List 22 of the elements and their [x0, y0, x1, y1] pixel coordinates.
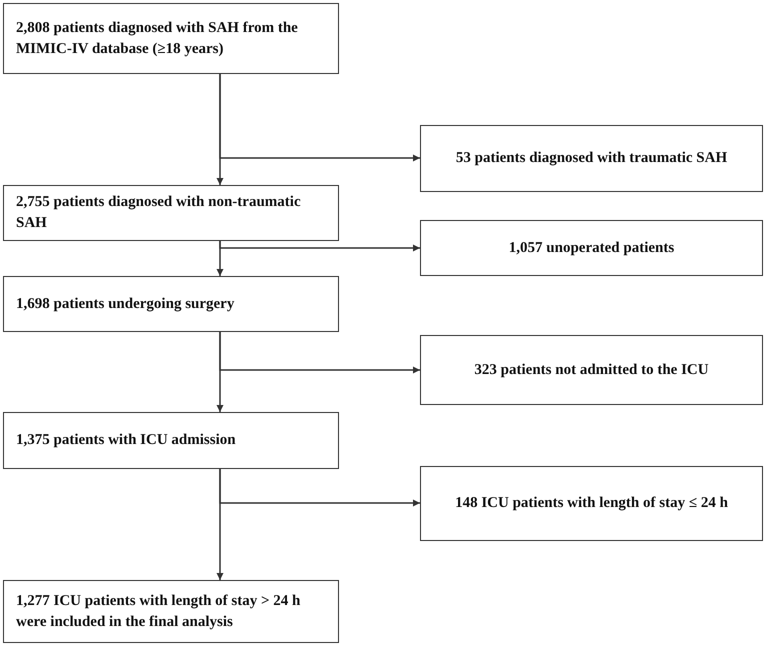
arrow: [219, 469, 420, 506]
box-text: 2,808 patients diagnosed with SAH from the MIMIC-IV database (≥18 years): [16, 18, 299, 58]
arrow: [219, 241, 420, 252]
process-box: [3, 580, 339, 643]
box-text: 1,277 ICU patients with length of stay > 24 h were included in the final analysis: [16, 592, 302, 632]
box-text: 323 patients not admitted to the ICU: [473, 360, 710, 380]
process-box: [3, 3, 339, 74]
arrow: [219, 332, 420, 374]
process-box: [420, 335, 763, 405]
process-box: [3, 185, 339, 241]
box-text: 53 patients diagnosed with traumatic SAH: [454, 149, 728, 168]
process-box: [420, 125, 763, 192]
arrow: [219, 74, 420, 162]
process-box: [420, 220, 763, 276]
box-text: 2,755 patients diagnosed with non-traumatic SAH: [16, 193, 302, 233]
box-text: 1,375 patients with ICU admission: [16, 431, 237, 450]
process-box: [420, 466, 763, 541]
process-box: [3, 412, 339, 469]
process-box: [3, 276, 339, 332]
box-text: 1,698 patients undergoing surgery: [16, 294, 236, 314]
box-text: 1,057 unoperated patients: [508, 238, 676, 258]
box-text: 148 ICU patients with length of stay ≤ 24 h: [454, 494, 729, 513]
